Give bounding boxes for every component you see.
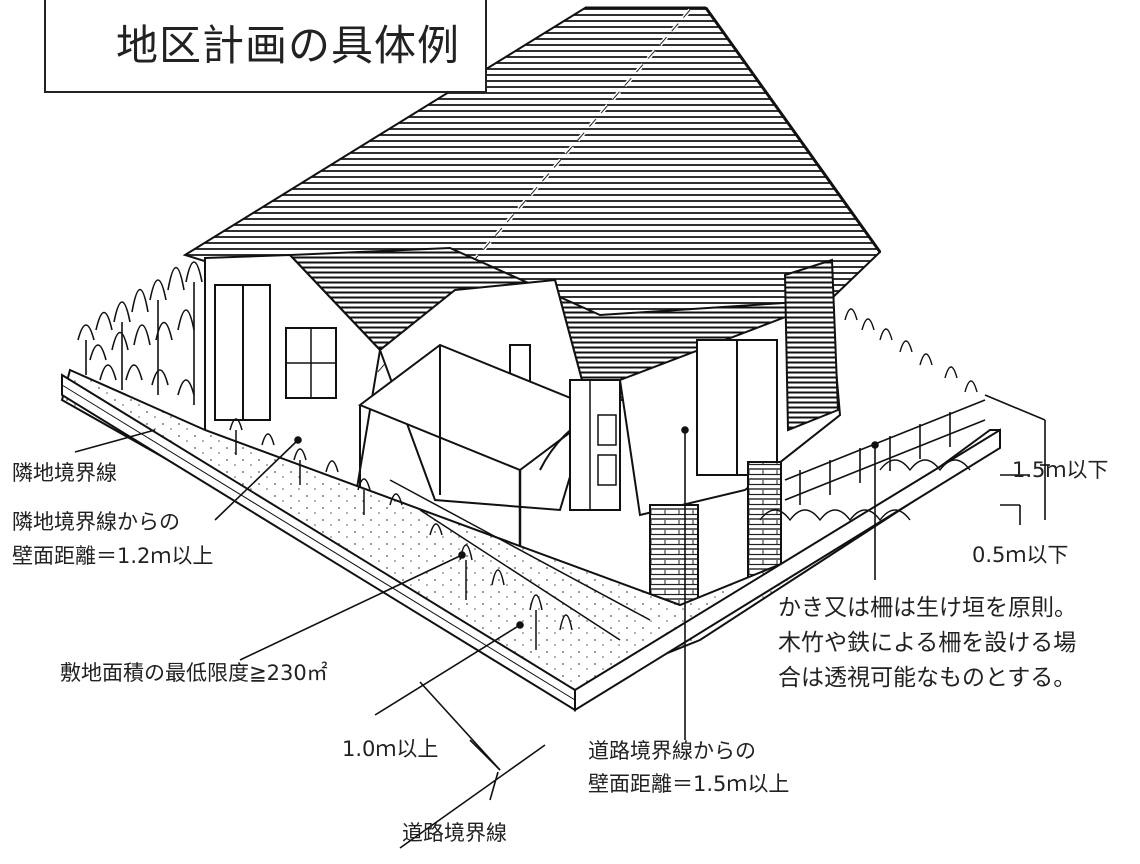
brick-gate-right xyxy=(747,461,782,583)
label-road-line: 道路境界線 xyxy=(402,821,507,845)
label-site-area: 敷地面積の最低限度≧230㎡ xyxy=(60,661,328,685)
right-cladding xyxy=(783,258,840,432)
label-fence-rule-1: かき又は柵は生け垣を原則。 xyxy=(778,595,1077,621)
roof-right-eave xyxy=(704,7,882,253)
label-depth-1m: 1.0ｍ以上 xyxy=(342,737,439,761)
hedge-front xyxy=(229,418,573,650)
fence-right xyxy=(784,399,986,505)
leader-lines xyxy=(74,426,879,849)
title-box: 地区計画の具体例 xyxy=(44,0,487,93)
label-height-0-5: 0.5ｍ以下 xyxy=(972,543,1069,567)
label-fence-rule-2: 木竹や鉄による柵を設ける場 xyxy=(778,630,1077,656)
label-height-1-5: 1.5ｍ以下 xyxy=(1012,458,1109,482)
label-neighbor-setback-1: 隣地境界線からの xyxy=(12,510,180,534)
entrance-door xyxy=(569,379,621,511)
label-road-setback-2: 壁面距離＝1.5ｍ以上 xyxy=(588,772,790,796)
driveway-edge-1 xyxy=(389,479,651,621)
page-title: 地区計画の具体例 xyxy=(116,21,461,70)
brick-gate-left xyxy=(649,504,699,606)
driveway-edge-2 xyxy=(419,509,621,641)
label-neighbor-setback-2: 壁面距離＝1.2ｍ以上 xyxy=(12,544,214,568)
label-neighbor-line: 隣地境界線 xyxy=(12,461,117,485)
label-fence-rule-3: 合は透視可能なものとする。 xyxy=(778,665,1077,691)
label-road-setback-1: 道路境界線からの xyxy=(588,739,756,763)
lot-curb-right xyxy=(574,428,1001,712)
hedge-left xyxy=(77,261,203,405)
hedge-right xyxy=(759,308,978,522)
dimension-lines xyxy=(984,394,1050,525)
